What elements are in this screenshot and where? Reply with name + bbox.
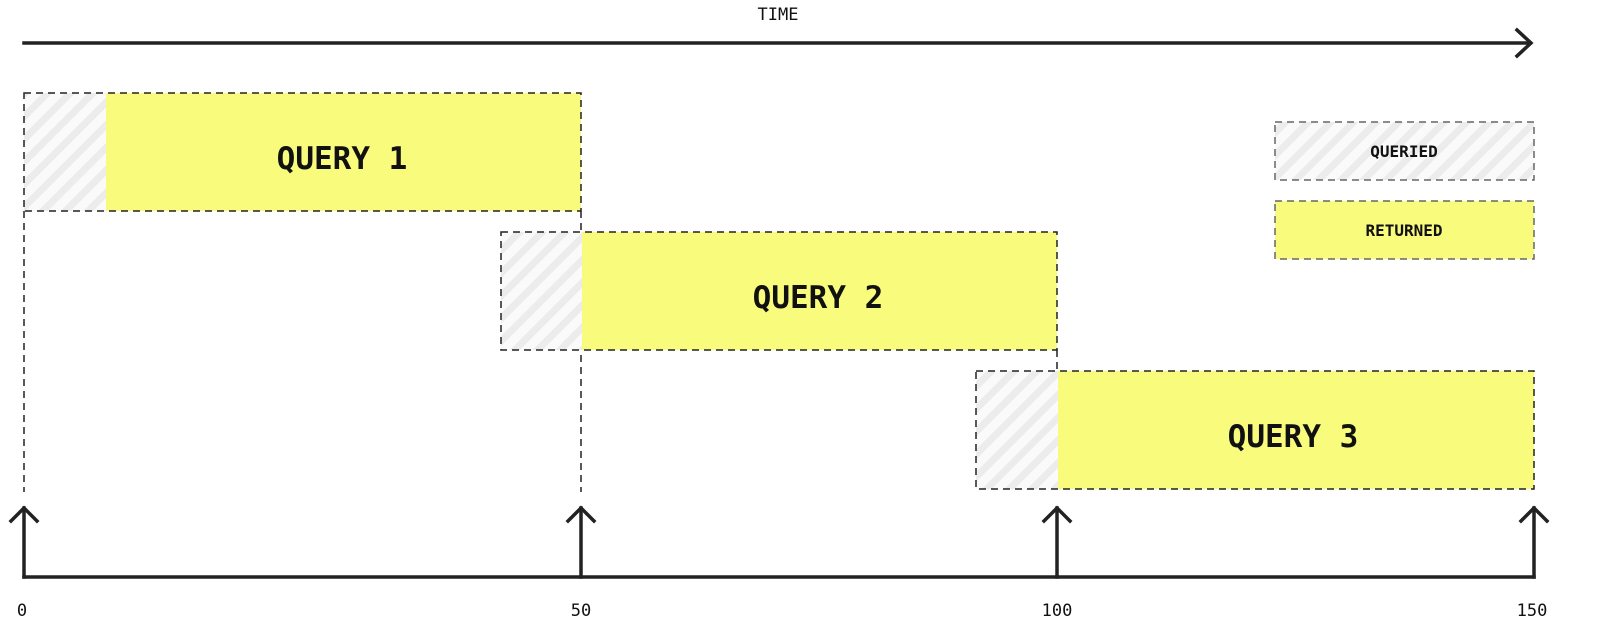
tick-arrow-100 (1041, 505, 1073, 579)
time-label: TIME (758, 5, 799, 25)
legend: QUERIED RETURNED (1274, 121, 1535, 260)
query-label: QUERY 1 (277, 141, 408, 177)
time-arrow (22, 27, 1534, 59)
query-label: QUERY 2 (753, 280, 884, 316)
tick-label: 50 (571, 601, 591, 621)
query-label: QUERY 3 (1228, 419, 1359, 455)
query-bar-1: QUERY 1 (23, 92, 582, 212)
tick-arrow-0 (8, 505, 40, 579)
tick-arrow-50 (565, 505, 597, 579)
tick-label: 0 (17, 601, 27, 621)
tick-arrow-150 (1518, 505, 1550, 579)
query-bar-2: QUERY 2 (500, 231, 1058, 351)
queried-segment (24, 93, 106, 211)
legend-item-returned: RETURNED (1274, 200, 1535, 260)
query-bar-3: QUERY 3 (975, 370, 1535, 490)
queried-segment (976, 371, 1058, 489)
returned-segment (582, 232, 1057, 350)
bottom-axis: 0 50 100 150 (8, 505, 1550, 621)
returned-segment (106, 93, 581, 211)
legend-label-returned: RETURNED (1365, 221, 1442, 240)
tick-label: 100 (1042, 601, 1073, 621)
legend-item-queried: QUERIED (1274, 121, 1535, 181)
queried-segment (501, 232, 582, 350)
legend-label-queried: QUERIED (1370, 142, 1437, 161)
returned-segment (1058, 371, 1534, 489)
tick-label: 150 (1517, 601, 1548, 621)
